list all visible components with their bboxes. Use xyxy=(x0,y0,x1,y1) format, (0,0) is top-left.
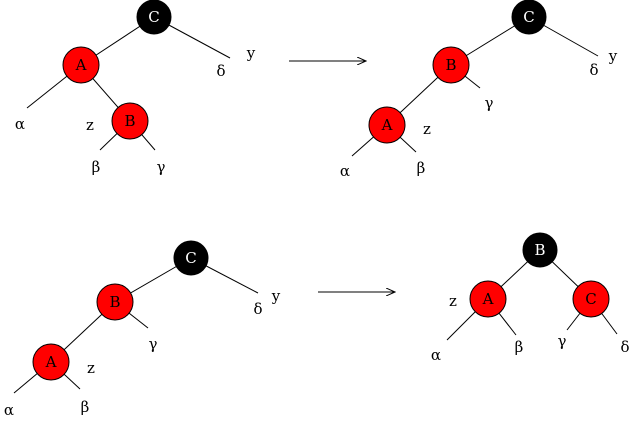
node-label: A xyxy=(45,353,57,371)
label-beta: β xyxy=(81,398,90,416)
node-label: C xyxy=(148,8,159,26)
node-label: C xyxy=(523,8,534,26)
tree-1: C A B y δ α z β γ xyxy=(15,0,256,176)
label-y: y xyxy=(608,47,618,65)
node-circle xyxy=(368,106,406,144)
node-label: A xyxy=(75,56,87,74)
node-C: C xyxy=(572,280,610,318)
label-z: z xyxy=(87,359,95,377)
label-y: y xyxy=(271,287,281,305)
node-label: C xyxy=(185,249,196,267)
tree-4: B A C z α β γ δ xyxy=(431,232,630,364)
label-z: z xyxy=(86,116,94,134)
label-alpha: α xyxy=(431,346,441,364)
label-delta: δ xyxy=(620,338,629,356)
node-circle xyxy=(572,280,610,318)
label-alpha: α xyxy=(340,162,350,180)
node-label: B xyxy=(109,293,120,311)
node-label: A xyxy=(381,116,393,134)
label-gamma: γ xyxy=(485,94,494,112)
tree-3: C B A y δ γ z α β xyxy=(4,240,281,419)
node-B: B xyxy=(522,232,558,268)
label-delta: δ xyxy=(253,300,262,318)
node-C: C xyxy=(511,0,547,35)
node-A: A xyxy=(368,106,406,144)
label-alpha: α xyxy=(4,401,14,419)
node-circle xyxy=(522,232,558,268)
node-circle xyxy=(136,0,172,35)
label-beta: β xyxy=(92,158,101,176)
label-delta: δ xyxy=(216,62,225,80)
node-C: C xyxy=(173,240,209,276)
node-label: A xyxy=(482,290,494,308)
node-circle xyxy=(96,283,134,321)
node-A: A xyxy=(469,280,507,318)
label-gamma: γ xyxy=(558,332,567,350)
node-label: B xyxy=(124,112,135,130)
node-circle xyxy=(62,46,100,84)
node-label: B xyxy=(445,56,456,74)
node-circle xyxy=(173,240,209,276)
label-beta: β xyxy=(515,338,524,356)
label-y: y xyxy=(246,44,256,62)
node-circle xyxy=(32,343,70,381)
node-B: B xyxy=(96,283,134,321)
label-delta: δ xyxy=(589,61,598,79)
tree-2: C B A y δ γ z α β xyxy=(340,0,618,180)
label-alpha: α xyxy=(15,115,25,133)
node-circle xyxy=(511,0,547,35)
node-B: B xyxy=(432,46,470,84)
node-B: B xyxy=(111,102,149,140)
node-circle xyxy=(469,280,507,318)
label-z: z xyxy=(423,120,431,138)
node-A: A xyxy=(62,46,100,84)
label-gamma: γ xyxy=(149,335,158,353)
node-C: C xyxy=(136,0,172,35)
label-z: z xyxy=(449,292,457,310)
node-label: C xyxy=(585,290,596,308)
node-label: B xyxy=(534,241,545,259)
node-circle xyxy=(111,102,149,140)
node-A: A xyxy=(32,343,70,381)
node-circle xyxy=(432,46,470,84)
label-beta: β xyxy=(417,159,426,177)
label-gamma: γ xyxy=(157,158,166,176)
